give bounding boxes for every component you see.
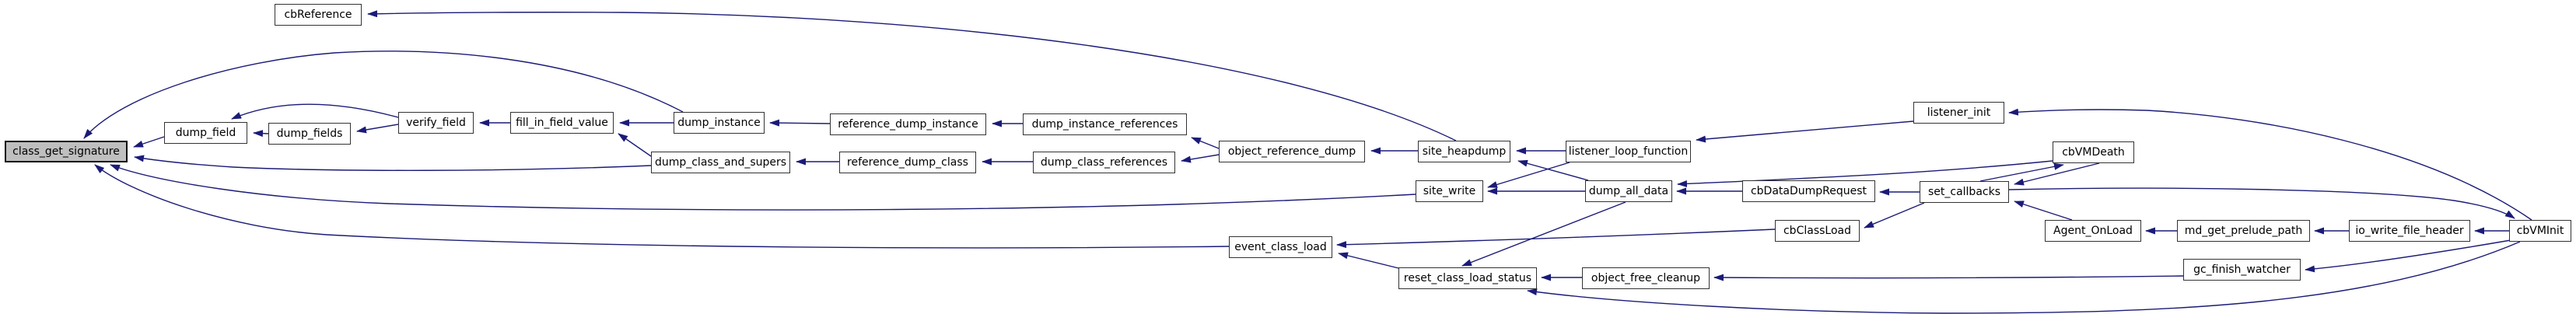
- node-reference_dump_instance[interactable]: reference_dump_instance: [830, 113, 986, 135]
- node-listener_init[interactable]: listener_init: [1913, 102, 2004, 124]
- node-set_callbacks[interactable]: set_callbacks: [1920, 181, 2009, 203]
- edge-verify_field-to-dump_field: [231, 103, 399, 120]
- edge-dump_class_and_supers-to-class_get_signature: [134, 155, 652, 171]
- edge-reset_class_load_status-to-event_class_load: [1338, 252, 1399, 269]
- edge-gc_finish_watcher-to-object_free_cleanup: [1713, 274, 2184, 281]
- edge-cbClassLoad-to-event_class_load: [1336, 229, 1776, 249]
- node-dump_class_references[interactable]: dump_class_references: [1033, 152, 1175, 173]
- edge-Agent_OnLoad-to-set_callbacks: [2014, 201, 2073, 221]
- node-md_get_prelude_path[interactable]: md_get_prelude_path: [2177, 220, 2310, 242]
- node-dump_all_data[interactable]: dump_all_data: [1585, 180, 1672, 202]
- edge-set_callbacks-to-cbClassLoad: [1864, 202, 1925, 229]
- edge-dump_fields-to-dump_field: [253, 130, 269, 138]
- node-verify_field[interactable]: verify_field: [398, 112, 474, 134]
- node-dump_instance_references[interactable]: dump_instance_references: [1023, 113, 1187, 135]
- edge-object_reference_dump-to-dump_instance_references: [1191, 137, 1220, 149]
- node-dump_fields[interactable]: dump_fields: [268, 123, 351, 145]
- edge-event_class_load-to-class_get_signature: [94, 164, 1230, 249]
- edge-object_reference_dump-to-dump_class_references: [1181, 154, 1220, 163]
- node-io_write_file_header[interactable]: io_write_file_header: [2349, 220, 2470, 242]
- node-Agent_OnLoad[interactable]: Agent_OnLoad: [2045, 220, 2141, 242]
- edge-cbVMInit-to-gc_finish_watcher: [2305, 239, 2516, 273]
- edge-cbVMDeath-to-set_callbacks: [2014, 162, 2100, 186]
- edge-dump_class_and_supers-to-fill_in_field_value: [618, 133, 652, 157]
- node-object_free_cleanup[interactable]: object_free_cleanup: [1582, 267, 1710, 289]
- node-site_write[interactable]: site_write: [1416, 180, 1483, 202]
- edge-cbVMInit-to-listener_init: [2008, 108, 2532, 221]
- node-class_get_signature[interactable]: class_get_signature: [5, 141, 128, 162]
- edge-verify_field-to-dump_fields: [356, 124, 399, 134]
- edge-dump_all_data-to-reset_class_load_status: [1461, 201, 1626, 267]
- node-cbVMDeath[interactable]: cbVMDeath: [2053, 141, 2134, 163]
- node-dump_instance[interactable]: dump_instance: [674, 112, 765, 134]
- edge-listener_loop_function-to-site_write: [1487, 162, 1570, 188]
- node-listener_loop_function[interactable]: listener_loop_function: [1566, 141, 1691, 162]
- edge-dump_field-to-class_get_signature: [133, 136, 165, 148]
- edge-set_callbacks-to-cbVMInit: [2008, 187, 2515, 219]
- node-event_class_load[interactable]: event_class_load: [1229, 236, 1332, 258]
- node-cbVMInit[interactable]: cbVMInit: [2509, 220, 2571, 242]
- edge-set_callbacks-to-cbVMDeath: [1979, 162, 2064, 182]
- node-dump_field[interactable]: dump_field: [164, 122, 247, 144]
- edge-listener_init-to-listener_loop_function: [1696, 120, 1914, 143]
- edge-dump_all_data-to-site_heapdump: [1517, 159, 1589, 181]
- node-object_reference_dump[interactable]: object_reference_dump: [1219, 141, 1365, 162]
- node-cbDataDumpRequest[interactable]: cbDataDumpRequest: [1742, 180, 1875, 202]
- edge-reference_dump_instance-to-dump_instance: [769, 119, 831, 127]
- node-gc_finish_watcher[interactable]: gc_finish_watcher: [2183, 259, 2301, 281]
- node-reference_dump_class[interactable]: reference_dump_class: [839, 152, 976, 173]
- node-reset_class_load_status[interactable]: reset_class_load_status: [1398, 267, 1537, 289]
- node-dump_class_and_supers[interactable]: dump_class_and_supers: [651, 152, 790, 173]
- node-cbClassLoad[interactable]: cbClassLoad: [1775, 220, 1860, 242]
- node-fill_in_field_value[interactable]: fill_in_field_value: [510, 112, 614, 134]
- node-cbReference[interactable]: cbReference: [275, 4, 362, 26]
- node-site_heapdump[interactable]: site_heapdump: [1418, 141, 1510, 162]
